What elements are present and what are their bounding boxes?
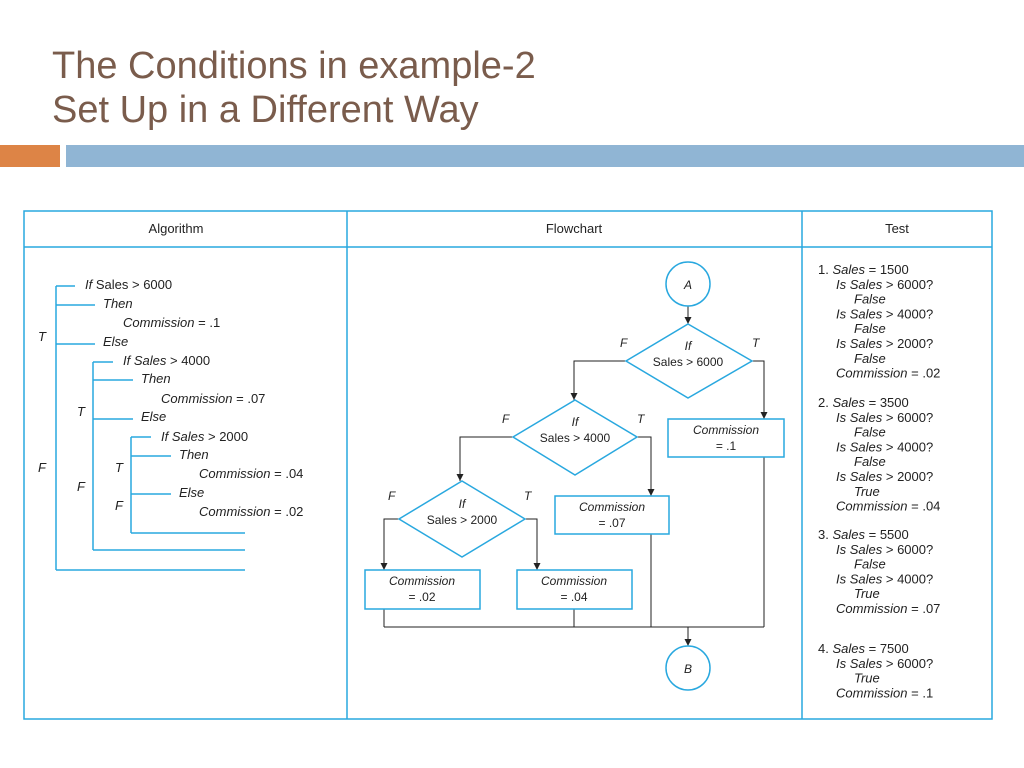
algorithm-text: If Sales > 6000 Then Commission = .1 Els…: [38, 277, 303, 519]
test-case-2-line-2: False: [854, 425, 886, 440]
test-case-2-line-4: False: [854, 454, 886, 469]
process-commission-02: [364, 569, 481, 610]
header-algorithm: Algorithm: [149, 221, 204, 236]
alg-comm3: Commission = .04: [199, 466, 303, 481]
box4-line1: Commission: [389, 574, 455, 588]
test-case-3-line-3: Is Sales > 4000?: [836, 571, 933, 586]
alg-label-t2: T: [77, 404, 86, 419]
test-case-1-line-1: Is Sales > 6000?: [836, 277, 933, 292]
test-case-4-line-1: Is Sales > 6000?: [836, 656, 933, 671]
d2-line2: Sales > 4000: [540, 431, 611, 445]
alg-label-f1: F: [38, 460, 47, 475]
test-case-4-commission: Commission = .1: [836, 685, 933, 700]
alg-else2: Else: [141, 409, 166, 424]
test-case-1-line-3: Is Sales > 4000?: [836, 306, 933, 321]
table-frame: [23, 210, 993, 720]
alg-label-f2: F: [77, 479, 86, 494]
d2-false-label: F: [502, 412, 510, 426]
test-case-1-line-4: False: [854, 321, 886, 336]
test-case-2-line-1: Is Sales > 6000?: [836, 410, 933, 425]
alg-then2: Then: [141, 371, 171, 386]
decision-sales-6000: [624, 323, 754, 399]
test-case-1-sales: 1. Sales = 1500: [818, 262, 909, 277]
d1-line2: Sales > 6000: [653, 355, 724, 369]
algorithm-brackets: [55, 285, 245, 571]
alg-if3: If Sales > 2000: [161, 429, 248, 444]
box1-line1: Commission: [693, 423, 759, 437]
test-case-2-line-6: True: [854, 484, 880, 499]
test-case-1-line-2: False: [854, 292, 886, 307]
alg-comm2: Commission = .07: [161, 391, 265, 406]
test-case-4-sales: 4. Sales = 7500: [818, 641, 909, 656]
decision-sales-2000: [397, 480, 527, 558]
d3-line1: If: [459, 497, 467, 511]
flowchart-text: A B If Sales > 6000 If Sales > 4000 If S…: [388, 278, 761, 676]
process-commission-04: [516, 569, 633, 610]
alg-label-t1: T: [38, 329, 47, 344]
test-case-3-line-2: False: [854, 557, 886, 572]
box2-line1: Commission: [579, 500, 645, 514]
test-case-2-line-5: Is Sales > 2000?: [836, 469, 933, 484]
test-case-2-line-3: Is Sales > 4000?: [836, 439, 933, 454]
d1-false-label: F: [620, 336, 628, 350]
flowchart-connectors: [380, 306, 768, 646]
box3-line2: = .04: [560, 590, 587, 604]
box4-line2: = .02: [408, 590, 435, 604]
alg-label-f3: F: [115, 498, 124, 513]
start-label: A: [683, 278, 692, 292]
box3-line1: Commission: [541, 574, 607, 588]
test-case-3-line-4: True: [854, 586, 880, 601]
d1-line1: If: [685, 339, 693, 353]
end-label: B: [684, 662, 692, 676]
test-case-1-line-6: False: [854, 351, 886, 366]
flowchart-end-connector: [665, 645, 711, 691]
d3-line2: Sales > 2000: [427, 513, 498, 527]
slide-title-line2: Set Up in a Different Way: [52, 89, 479, 131]
alg-if1: If Sales > 6000: [85, 277, 172, 292]
d2-line1: If: [572, 415, 580, 429]
accent-bar-orange: [0, 145, 60, 167]
test-case-1-line-5: Is Sales > 2000?: [836, 336, 933, 351]
test-case-3-line-1: Is Sales > 6000?: [836, 542, 933, 557]
decision-sales-4000: [511, 399, 639, 476]
alg-if2: If Sales > 4000: [123, 353, 210, 368]
alg-then3: Then: [179, 447, 209, 462]
d1-true-label: T: [752, 336, 761, 350]
process-commission-1: [667, 418, 785, 458]
test-case-2-commission: Commission = .04: [836, 499, 940, 514]
header-flowchart: Flowchart: [546, 221, 603, 236]
flowchart-shapes: [364, 261, 785, 691]
test-case-4-line-2: True: [854, 671, 880, 686]
alg-comm4: Commission = .02: [199, 504, 303, 519]
box1-line2: = .1: [716, 439, 737, 453]
test-case-3-commission: Commission = .07: [836, 601, 940, 616]
d3-false-label: F: [388, 489, 396, 503]
slide-title-line1: The Conditions in example-2: [52, 45, 536, 87]
d2-true-label: T: [637, 412, 646, 426]
process-commission-07: [554, 495, 670, 535]
d3-true-label: T: [524, 489, 533, 503]
flowchart-start-connector: [665, 261, 711, 307]
test-case-1-commission: Commission = .02: [836, 366, 940, 381]
box2-line2: = .07: [598, 516, 625, 530]
alg-label-t3: T: [115, 460, 124, 475]
alg-else1: Else: [103, 334, 128, 349]
alg-then1: Then: [103, 296, 133, 311]
test-case-2-sales: 2. Sales = 3500: [818, 395, 909, 410]
test-case-3-sales: 3. Sales = 5500: [818, 527, 909, 542]
accent-bar-blue: [66, 145, 1024, 167]
slide-title: The Conditions in example-2 Set Up in a …: [52, 44, 536, 132]
alg-else3: Else: [179, 485, 204, 500]
header-test: Test: [885, 221, 909, 236]
alg-comm1: Commission = .1: [123, 315, 220, 330]
